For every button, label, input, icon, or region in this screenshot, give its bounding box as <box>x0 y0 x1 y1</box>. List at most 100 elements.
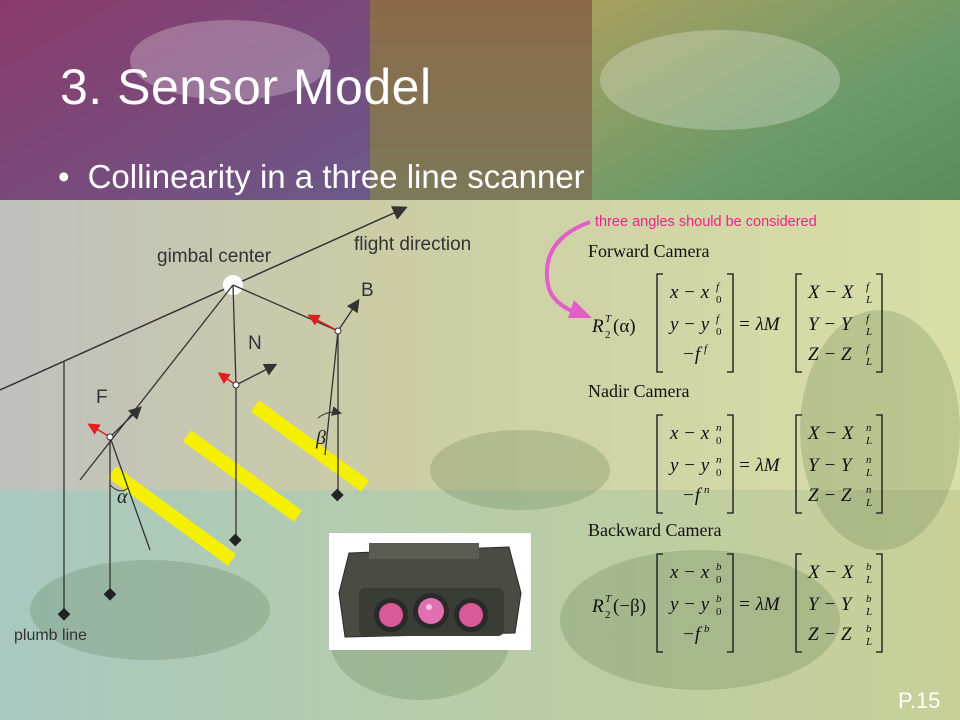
backward-left-row1: x − x <box>669 562 710 583</box>
nadir-eq: = λM <box>738 455 781 476</box>
forward-right-row3-sub: L <box>865 356 872 368</box>
forward-left-row3: −f <box>682 344 703 365</box>
slide-title: 3. Sensor Model <box>60 59 432 115</box>
forward-ground-ray <box>109 436 151 551</box>
backward-end-marker <box>330 488 344 502</box>
plumb-line-end-marker <box>57 607 71 621</box>
forward-equation: R T 2 (α) x − x 0 f y − y 0 f −f f = λM … <box>591 273 883 373</box>
forward-rotation-arg: (α) <box>613 316 636 337</box>
bullet-item: • Collinearity in a three line scanner <box>58 158 585 196</box>
backward-left-row3: −f <box>682 624 703 645</box>
backward-right-row1-sub: L <box>865 574 872 586</box>
gimbal-center-label: gimbal center <box>157 246 272 267</box>
forward-left-row2-sub: 0 <box>716 326 722 338</box>
backward-right-row3-sup: b <box>866 623 872 635</box>
beta-arc <box>317 406 342 419</box>
backward-right-row3-sub: L <box>865 636 872 648</box>
backward-left-row1-sup: b <box>716 561 722 573</box>
backward-right-row2-sub: L <box>865 606 872 618</box>
backward-axis <box>337 298 360 332</box>
forward-right-row2: Y − Y <box>808 314 854 335</box>
angles-note: three angles should be considered <box>595 214 817 230</box>
forward-left-row3-sup: f <box>704 343 709 355</box>
forward-right-row2-sub: L <box>865 326 872 338</box>
backward-eq: = λM <box>738 594 781 615</box>
ray-nadir <box>232 284 237 386</box>
forward-camera-label: F <box>96 387 108 408</box>
plumb-line-label: plumb line <box>14 627 87 644</box>
nadir-left-row2: y − y <box>668 455 710 476</box>
forward-left-row2: y − y <box>668 314 710 335</box>
forward-camera-center <box>106 433 114 441</box>
forward-left-row1-sub: 0 <box>716 294 722 306</box>
nadir-axis <box>235 363 278 386</box>
backward-rotation-symbol: R <box>591 596 604 617</box>
nadir-equation: x − x 0 n y − y 0 n −f n = λM X − X L n … <box>656 414 883 514</box>
nadir-camera-title: Nadir Camera <box>588 381 690 401</box>
forward-left-row1-sup: f <box>716 281 721 293</box>
backward-right-row2-sup: b <box>866 593 872 605</box>
backward-left-row3-sup: b <box>704 623 710 635</box>
nadir-camera-label: N <box>248 333 262 354</box>
nadir-right-row2-sup: n <box>866 454 872 466</box>
forward-camera-title: Forward Camera <box>588 241 710 261</box>
backward-camera-label: B <box>361 280 374 301</box>
alpha-label: α <box>117 486 128 508</box>
nadir-right-row2-sub: L <box>865 467 872 479</box>
backward-rotation-arg: (−β) <box>613 596 646 617</box>
backward-rotation-sup: T <box>605 593 612 605</box>
forward-right-row3-sup: f <box>866 343 871 355</box>
nadir-left-row3-sup: n <box>704 484 710 496</box>
forward-right-row2-sup: f <box>866 313 871 325</box>
backward-equation: R T 2 (−β) x − x 0 b y − y 0 b −f b = λM… <box>591 553 883 653</box>
three-line-scanner-diagram: α β <box>0 206 592 621</box>
page-number: P.15 <box>898 688 941 713</box>
forward-end-marker <box>103 587 117 601</box>
nadir-right-row1-sub: L <box>865 435 872 447</box>
backward-camera-center <box>334 327 342 335</box>
nadir-right-row1-sup: n <box>866 422 872 434</box>
forward-rotation-sub: 2 <box>605 329 611 341</box>
alpha-arc <box>109 484 129 492</box>
nadir-left-row2-sub: 0 <box>716 467 722 479</box>
forward-left-row1: x − x <box>669 282 710 303</box>
nadir-left-row1-sub: 0 <box>716 435 722 447</box>
forward-eq: = λM <box>738 314 781 335</box>
backward-right-row1-sup: b <box>866 561 872 573</box>
backward-rotation-sub: 2 <box>605 609 611 621</box>
backward-left-row1-sub: 0 <box>716 574 722 586</box>
backward-camera-title: Backward Camera <box>588 520 722 540</box>
forward-right-row1-sub: L <box>865 294 872 306</box>
flight-direction-line <box>0 206 408 391</box>
bullet-text: Collinearity in a three line scanner <box>87 158 585 195</box>
backward-left-row2-sub: 0 <box>716 606 722 618</box>
nadir-left-row3: −f <box>682 485 703 506</box>
ray-forward <box>79 284 234 481</box>
backward-right-row2: Y − Y <box>808 594 854 615</box>
pink-arrow-head-icon <box>568 300 592 318</box>
forward-axis <box>109 406 142 438</box>
nadir-strip <box>182 430 303 522</box>
collinearity-equations: R T 2 (α) x − x 0 f y − y 0 f −f f = λM … <box>591 273 883 653</box>
nadir-left-row1-sup: n <box>716 422 722 434</box>
nadir-right-row2: Y − Y <box>808 455 854 476</box>
forward-right-row1-sup: f <box>866 281 871 293</box>
forward-right-row3: Z − Z <box>808 344 852 365</box>
forward-strip <box>107 466 237 566</box>
nadir-camera-center <box>232 381 240 389</box>
backward-red-arrow <box>307 314 339 332</box>
beta-label: β <box>315 427 326 449</box>
backward-ground-ray <box>324 330 339 456</box>
bullet-dot-icon: • <box>58 158 70 195</box>
flight-direction-label: flight direction <box>354 234 472 255</box>
nadir-left-row2-sup: n <box>716 454 722 466</box>
nadir-left-row1: x − x <box>669 423 710 444</box>
backward-strip <box>250 400 370 492</box>
forward-rotation-sup: T <box>605 313 612 325</box>
ray-backward <box>232 284 339 332</box>
nadir-end-marker <box>228 533 242 547</box>
backward-left-row2-sup: b <box>716 593 722 605</box>
nadir-right-row1: X − X <box>807 423 855 444</box>
nadir-right-row3-sub: L <box>865 497 872 509</box>
